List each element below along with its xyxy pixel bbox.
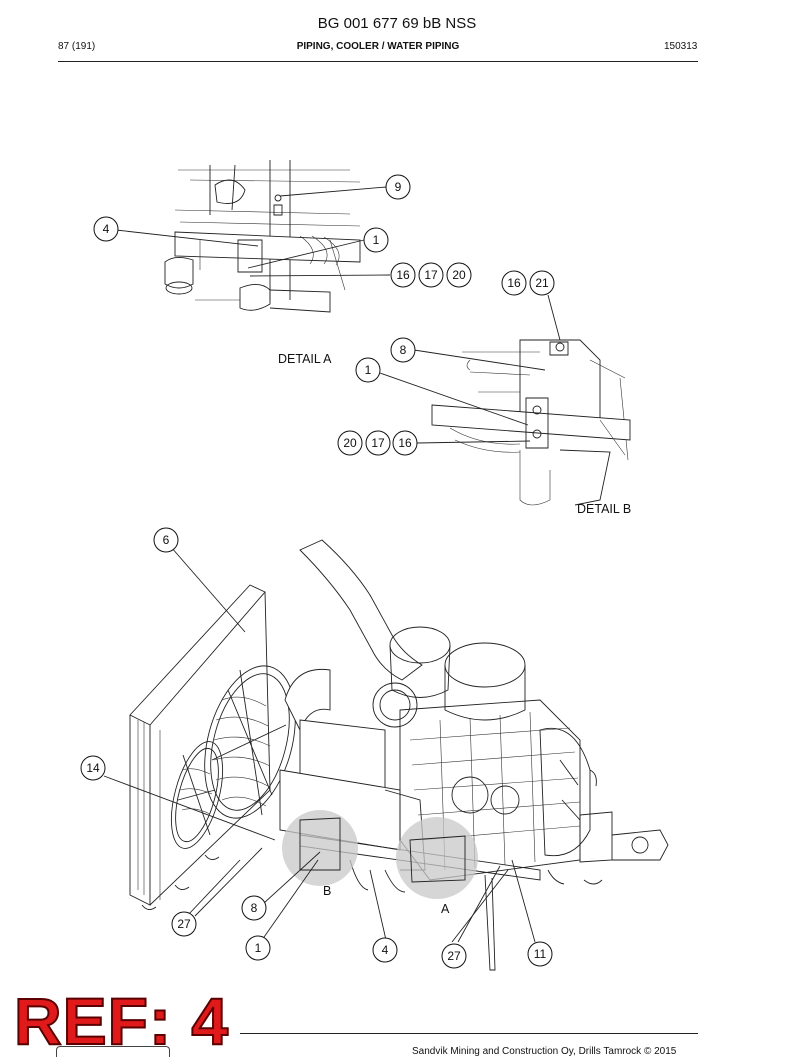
sandvik-logo-band xyxy=(56,1046,170,1057)
callout-b-20: 20 xyxy=(337,430,363,456)
document-title: BG 001 677 69 bB NSS xyxy=(317,15,477,32)
callout-m-27b: 27 xyxy=(441,943,467,969)
svg-text:6: 6 xyxy=(163,533,170,547)
callout-17: 17 xyxy=(418,262,444,288)
detail-b-drawing xyxy=(431,339,631,506)
svg-text:16: 16 xyxy=(396,268,410,282)
svg-text:1: 1 xyxy=(373,233,380,247)
svg-text:4: 4 xyxy=(103,222,110,236)
callout-m-14: 14 xyxy=(80,755,106,781)
svg-text:8: 8 xyxy=(251,901,258,915)
ref-stamp: REF: 4 xyxy=(13,984,230,1058)
svg-text:16: 16 xyxy=(398,436,412,450)
detail-a-drawing xyxy=(164,160,361,313)
callout-m-1: 1 xyxy=(245,935,271,961)
detail-b-label: DETAIL B xyxy=(577,502,631,516)
callout-b-21: 21 xyxy=(529,270,555,296)
svg-text:14: 14 xyxy=(86,761,100,775)
callout-m-6: 6 xyxy=(153,527,179,553)
callout-m-8: 8 xyxy=(241,895,267,921)
copyright-footer: Sandvik Mining and Construction Oy, Dril… xyxy=(412,1046,677,1057)
section-title: PIPING, COOLER / WATER PIPING xyxy=(296,41,460,52)
footer-rule xyxy=(240,1033,698,1034)
svg-text:16: 16 xyxy=(507,276,521,290)
engine-cooler-assembly xyxy=(129,539,669,971)
callout-b-8: 8 xyxy=(390,337,416,363)
page-number: 87 (191) xyxy=(58,41,96,52)
svg-text:1: 1 xyxy=(365,363,372,377)
callout-9: 9 xyxy=(385,174,411,200)
svg-text:27: 27 xyxy=(177,917,191,931)
detail-b-marker: B xyxy=(323,884,331,898)
header-rule xyxy=(58,61,698,62)
callout-b-16: 16 xyxy=(501,270,527,296)
svg-text:27: 27 xyxy=(447,949,461,963)
callout-20: 20 xyxy=(446,262,472,288)
svg-text:21: 21 xyxy=(535,276,549,290)
callout-m-27: 27 xyxy=(171,911,197,937)
callout-m-11: 11 xyxy=(527,941,553,967)
svg-text:20: 20 xyxy=(343,436,357,450)
fan-blades xyxy=(179,696,271,815)
callout-1: 1 xyxy=(363,227,389,253)
detail-a-marker: A xyxy=(441,902,450,916)
svg-text:4: 4 xyxy=(382,943,389,957)
svg-text:11: 11 xyxy=(534,947,547,961)
revision-code: 150313 xyxy=(664,41,698,52)
svg-text:17: 17 xyxy=(371,436,385,450)
callout-b-17: 17 xyxy=(365,430,391,456)
detail-a-label: DETAIL A xyxy=(278,352,332,366)
svg-text:17: 17 xyxy=(424,268,438,282)
callout-m-4: 4 xyxy=(372,937,398,963)
svg-text:8: 8 xyxy=(400,343,407,357)
callout-16: 16 xyxy=(390,262,416,288)
callout-b-16b: 16 xyxy=(392,430,418,456)
detail-b-highlight xyxy=(282,810,358,886)
svg-text:1: 1 xyxy=(255,941,262,955)
callout-b-1: 1 xyxy=(355,357,381,383)
detail-a-highlight xyxy=(396,817,478,899)
svg-text:9: 9 xyxy=(395,180,402,194)
callout-4: 4 xyxy=(93,216,119,242)
svg-text:20: 20 xyxy=(452,268,466,282)
